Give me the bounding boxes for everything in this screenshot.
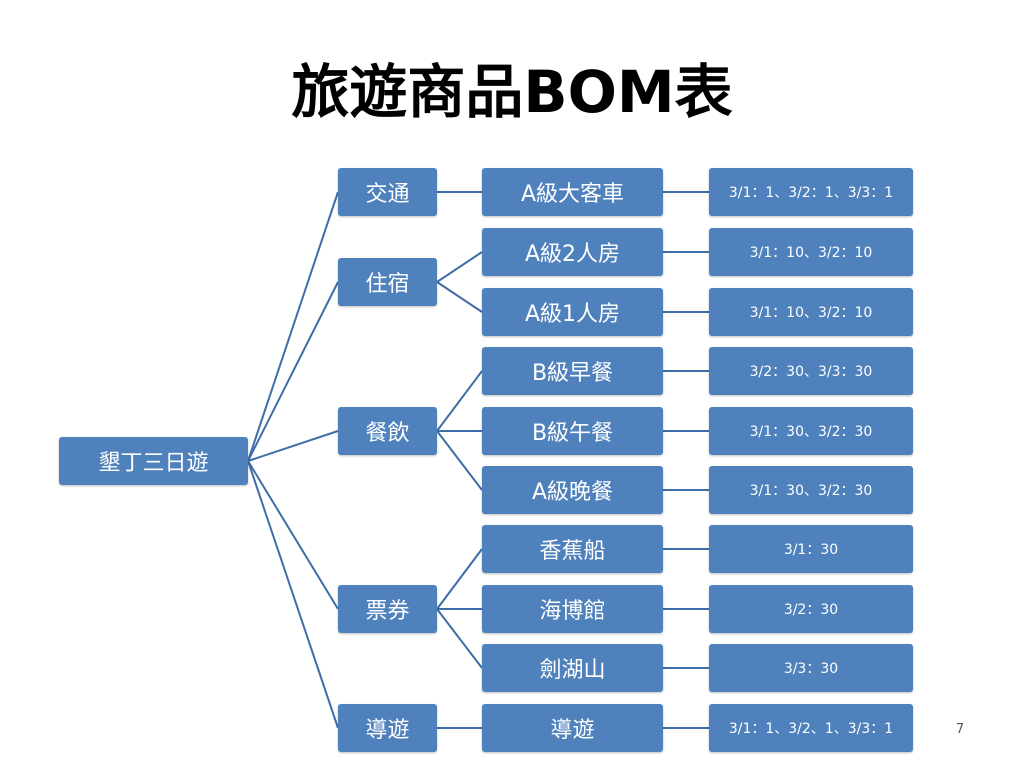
spec-node-breakfast: 3/2：30、3/3：30 [709,347,913,395]
connector-root-tickets [247,460,339,610]
slide-title: 旅遊商品BOM表 [291,58,733,126]
item-node-double-room: A級2人房 [482,228,663,276]
spec-node-bus: 3/1：1、3/2：1、3/3：1 [709,168,913,216]
item-node-tour-guide: 導遊 [482,704,663,752]
connector-dining-dinner [436,430,483,491]
page-number: 7 [955,722,965,737]
category-node-transport: 交通 [338,168,437,216]
root-node: 墾丁三日遊 [59,437,248,485]
spec-node-single-room: 3/1：10、3/2：10 [709,288,913,336]
item-node-bus: A級大客車 [482,168,663,216]
spec-node-dinner: 3/1：30、3/2：30 [709,466,913,514]
item-node-banana-boat: 香蕉船 [482,525,663,573]
item-node-breakfast: B級早餐 [482,347,663,395]
connector-lodging-double [436,251,483,283]
spec-node-janfusun: 3/3：30 [709,644,913,692]
connector-tickets-banana [436,548,483,610]
spec-node-tour-guide: 3/1：1、3/2、1、3/3：1 [709,704,913,752]
connector-dining-breakfast [436,370,483,432]
connector-root-dining [247,430,339,462]
item-node-lunch: B級午餐 [482,407,663,455]
connector-tickets-janfusun [436,608,483,669]
spec-node-museum: 3/2：30 [709,585,913,633]
item-node-janfusun: 劍湖山 [482,644,663,692]
category-node-lodging: 住宿 [338,258,437,306]
connector-lodging-single [436,281,483,313]
item-node-single-room: A級1人房 [482,288,663,336]
connector-root-lodging [247,281,339,462]
spec-node-banana-boat: 3/1：30 [709,525,913,573]
item-node-dinner: A級晚餐 [482,466,663,514]
spec-node-double-room: 3/1：10、3/2：10 [709,228,913,276]
category-node-tickets: 票券 [338,585,437,633]
item-node-museum: 海博館 [482,585,663,633]
connector-root-guide [247,460,339,729]
connector-root-transport [247,191,339,462]
category-node-dining: 餐飲 [338,407,437,455]
category-node-guide: 導遊 [338,704,437,752]
spec-node-lunch: 3/1：30、3/2：30 [709,407,913,455]
